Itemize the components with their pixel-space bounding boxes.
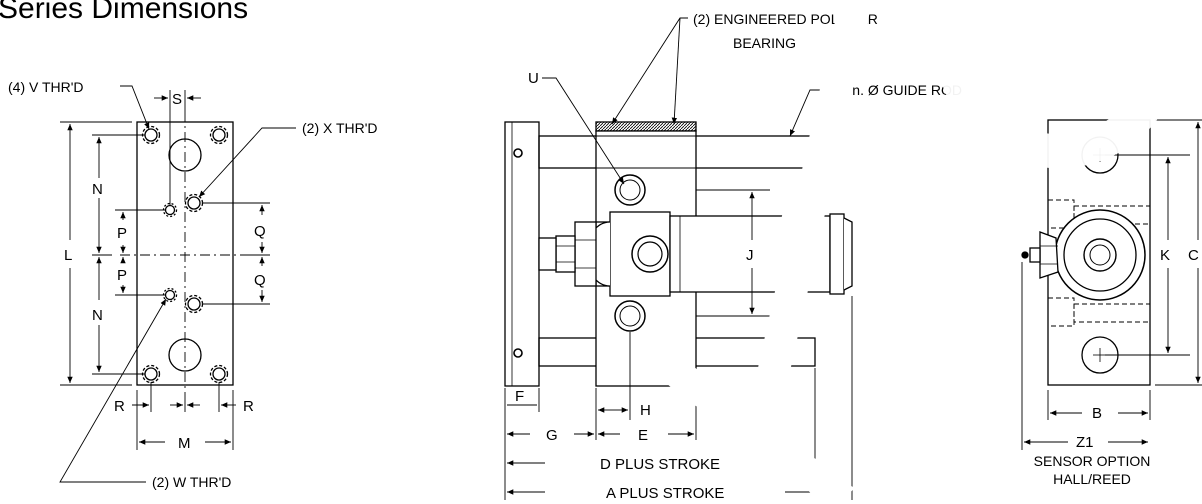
dim-u-label: U xyxy=(528,70,539,87)
page-title: Series Dimensions xyxy=(0,0,249,25)
dim-j-label: J xyxy=(746,247,754,264)
dim-g-label: G xyxy=(546,427,558,444)
middle-view xyxy=(504,17,853,500)
port-u-top xyxy=(614,174,646,206)
left-bore-top xyxy=(168,138,202,172)
callout-guide-rod: T in. Ø GUIDE ROD xyxy=(837,82,962,98)
dim-a-label: A PLUS STROKE xyxy=(606,485,724,502)
sensor-option-label: SENSOR OPTION xyxy=(1034,453,1151,469)
end-plate xyxy=(504,121,540,387)
dim-p-bottom-label: P xyxy=(117,267,127,284)
callout-bearing-line1: (2) ENGINEERED POLYMER xyxy=(693,11,878,27)
w-thread-holes xyxy=(162,202,178,303)
dim-s-label: S xyxy=(172,91,182,108)
dim-f-label: F xyxy=(515,388,524,405)
callout-w-thread: (2) W THR'D xyxy=(152,474,231,490)
dim-l-label: L xyxy=(64,247,72,264)
dim-q-top-label: Q xyxy=(254,223,266,240)
right-view xyxy=(1021,119,1202,450)
sensor xyxy=(1021,231,1059,279)
port-u-bottom xyxy=(614,300,646,332)
dim-m-label: M xyxy=(178,435,191,452)
dim-k-label: K xyxy=(1160,247,1170,264)
callout-v-thread: (4) V THR'D xyxy=(8,79,84,95)
dim-p-top-label: P xyxy=(117,225,127,242)
v-thread-holes xyxy=(141,125,229,384)
polymer-bearing xyxy=(595,121,697,132)
callout-x-thread: (2) X THR'D xyxy=(302,120,378,136)
dim-d-label: D PLUS STROKE xyxy=(600,456,720,473)
dim-q-bottom-label: Q xyxy=(254,272,266,289)
cylinder-end-outer xyxy=(1054,209,1146,301)
left-bore-bottom xyxy=(168,338,202,372)
x-thread-holes xyxy=(184,193,204,314)
dim-n-top-label: N xyxy=(92,181,103,198)
sensor-type-label: HALL/REED xyxy=(1053,471,1131,487)
dim-z1-label: Z1 xyxy=(1076,434,1094,451)
left-view xyxy=(59,85,296,483)
dim-b-label: B xyxy=(1092,405,1102,422)
dim-h-label: H xyxy=(640,402,651,419)
dim-n-bottom-label: N xyxy=(92,307,103,324)
dim-r-left-label: R xyxy=(114,398,125,415)
watermark xyxy=(650,0,1165,504)
dim-c-label: C xyxy=(1188,247,1199,264)
dim-r-right-label: R xyxy=(243,398,254,415)
dim-e-label: E xyxy=(638,427,648,444)
callout-bearing-line2: BEARING xyxy=(733,35,796,51)
